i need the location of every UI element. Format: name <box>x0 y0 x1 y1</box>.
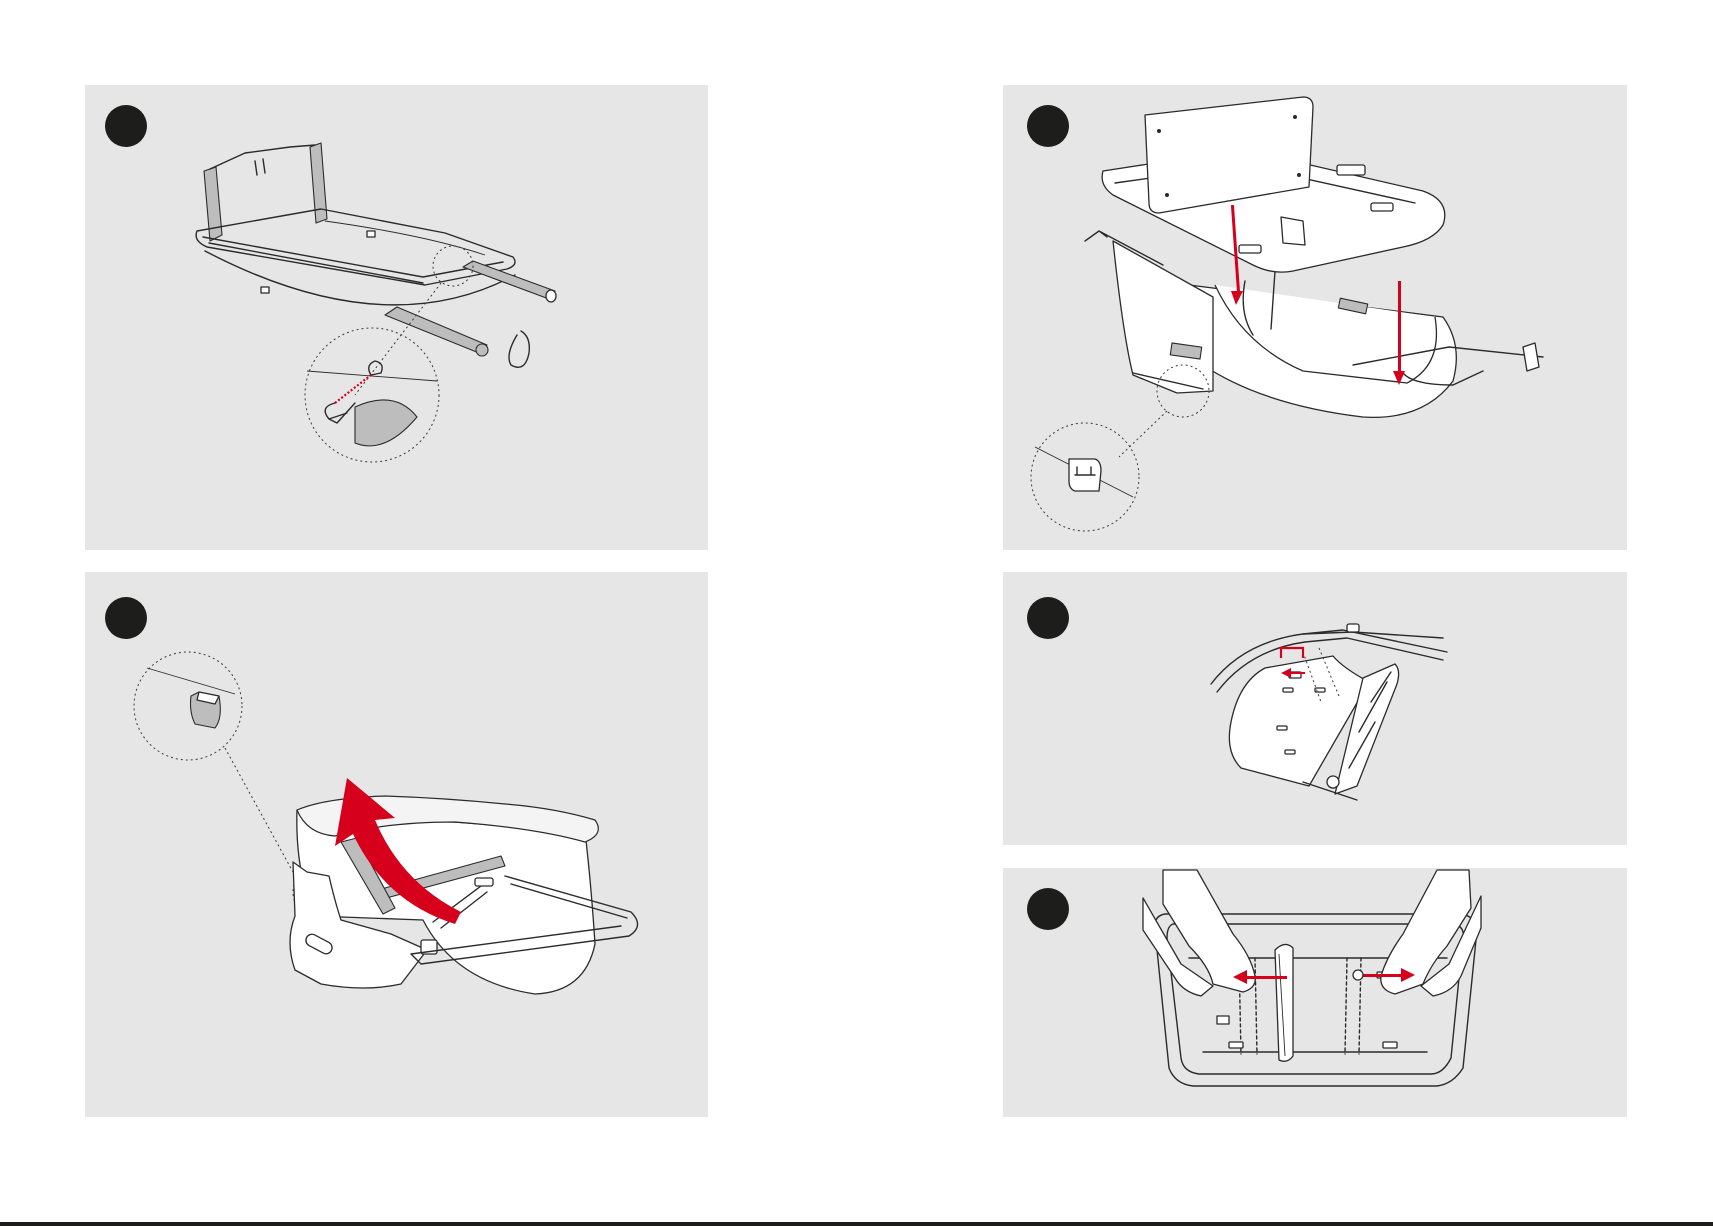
step-number-badge <box>1027 105 1069 147</box>
step-number-badge <box>1027 597 1069 639</box>
instruction-panel-pocket-slot <box>1003 572 1627 845</box>
lift-fabric-illustration <box>85 572 708 1117</box>
step-number-badge <box>105 597 147 639</box>
instruction-panel-lift-fabric <box>85 572 708 1117</box>
frame-hook-illustration <box>85 85 708 550</box>
page-bottom-rule <box>0 1222 1713 1226</box>
step-number-badge <box>1027 888 1069 930</box>
instruction-panel-frame-hook <box>85 85 708 550</box>
instruction-panel-side-panels <box>1003 868 1627 1117</box>
side-panels-illustration <box>1003 868 1627 1117</box>
instruction-panel-seat-unit <box>1003 85 1627 550</box>
step-number-badge <box>105 105 147 147</box>
seat-unit-illustration <box>1003 85 1627 550</box>
pocket-slot-illustration <box>1003 572 1627 845</box>
